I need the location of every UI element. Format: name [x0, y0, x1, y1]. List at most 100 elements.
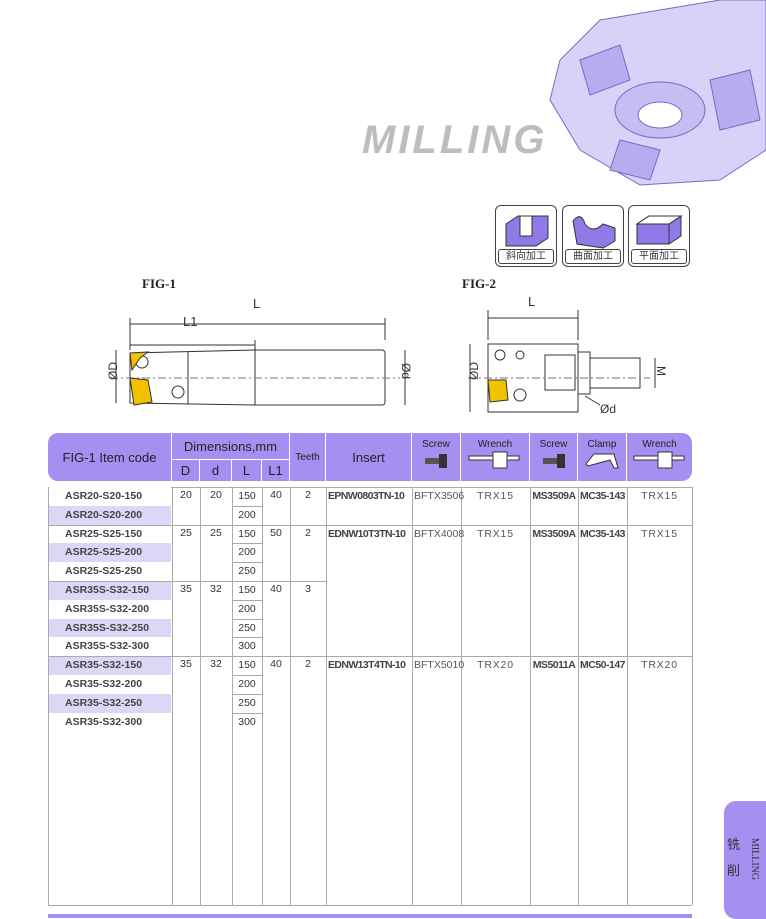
- header-wrench: Wrench: [461, 433, 529, 481]
- fig2-label-L: L: [528, 294, 536, 309]
- header-clamp: Clamp: [578, 433, 626, 481]
- table-cell-teeth: 2: [305, 489, 311, 501]
- row-divider: [232, 562, 262, 564]
- table-cell-wrench1: TRX15: [477, 490, 514, 502]
- side-tab-milling[interactable]: 铣削 MILLING: [724, 801, 766, 919]
- table-cell-wrench2: TRX20: [641, 659, 678, 672]
- column-divider: [627, 487, 628, 905]
- table-cell-D: 25: [180, 526, 192, 539]
- clamp-icon: [585, 453, 619, 469]
- table-row-item-code: ASR35-S32-150: [49, 656, 171, 676]
- page-title: MILLING: [362, 118, 548, 162]
- table-cell-clamp: MC50-147: [579, 659, 626, 672]
- table-row-item-code: ASR35-S32-300: [49, 712, 171, 732]
- table-row-item-code: ASR20-S20-150: [49, 487, 171, 506]
- fig1-label-L1: L1: [183, 314, 198, 329]
- column-divider: [326, 487, 327, 905]
- column-divider: [48, 487, 49, 905]
- group-divider: [290, 581, 326, 582]
- table-row-item-code: ASR25-S25-250: [49, 562, 171, 582]
- fig1-label-L: L: [253, 296, 261, 311]
- table-row-item-code: ASR35S-S32-150: [49, 581, 171, 600]
- fig2-title: FIG-2: [462, 276, 496, 291]
- table-row-L: 150: [238, 490, 256, 502]
- table-cell-wrench1: TRX15: [477, 527, 514, 540]
- table-cell-teeth: 3: [305, 583, 311, 595]
- column-divider: [461, 487, 462, 905]
- table-cell-screw2: MS5011A: [532, 659, 576, 672]
- group-divider: [326, 524, 692, 526]
- header-screw-2: Screw: [530, 433, 577, 481]
- milling-cutter-illustration: [549, 0, 766, 186]
- column-divider: [290, 487, 291, 905]
- row-divider: [232, 675, 262, 676]
- row-divider: [232, 505, 262, 507]
- header-L1: L1: [262, 460, 289, 481]
- table-cell-teeth: 2: [305, 658, 311, 671]
- table-cell-screw1: BFTX4008: [414, 527, 465, 540]
- header-screw-label: Screw: [539, 439, 568, 450]
- row-divider: [232, 637, 262, 639]
- table-cell-clamp: MC35-143: [579, 490, 626, 502]
- table-cell-wrench1: TRX20: [477, 659, 514, 672]
- table-row-L: 300: [238, 640, 256, 653]
- fig1-label-D: ØD: [106, 362, 120, 380]
- table-row-L: 200: [238, 546, 256, 559]
- side-tab-cn: 铣削: [727, 838, 741, 879]
- process-icon-angled: 斜向加工: [495, 205, 557, 267]
- table-cell-screw2: MS3509A: [532, 527, 576, 540]
- column-divider: [262, 487, 263, 905]
- table-row-L: 150: [238, 659, 256, 672]
- table-cell-screw1: BFTX5010: [414, 659, 465, 672]
- table-border-top: [48, 487, 692, 488]
- column-divider: [530, 487, 531, 905]
- curved-surface-icon: [572, 216, 616, 249]
- process-label: 斜向加工: [498, 249, 554, 264]
- column-divider: [232, 487, 233, 905]
- column-divider: [578, 487, 579, 905]
- table-cell-screw1: BFTX3506: [414, 490, 465, 502]
- fig1-label-d: Ød: [399, 362, 414, 380]
- header-screw-label: Screw: [422, 439, 450, 450]
- fig1-drawing: [110, 318, 406, 406]
- column-divider: [172, 487, 173, 905]
- table-cell-D: 35: [180, 658, 192, 671]
- angled-machining-icon: [505, 215, 549, 247]
- table-cell-L1: 40: [270, 489, 282, 501]
- header-D: D: [172, 460, 199, 481]
- row-divider: [232, 712, 262, 714]
- header-insert: Insert: [326, 433, 411, 481]
- table-row-item-code: ASR35S-S32-300: [49, 637, 171, 657]
- header-item-code: FIG-1 Item code: [48, 433, 171, 481]
- screw-icon: [542, 454, 565, 468]
- column-divider: [692, 487, 693, 905]
- fig2-label-d: Ød: [600, 402, 617, 416]
- header-screw: Screw: [412, 433, 460, 481]
- table-cell-insert: EPNW0803TN-10: [328, 490, 405, 502]
- flat-surface-icon: [635, 215, 683, 245]
- table-row-L: 150: [238, 584, 256, 596]
- table-cell-screw2: MS3509A: [532, 490, 576, 502]
- table-cell-D: 35: [180, 583, 192, 595]
- table-row-item-code: ASR35-S32-200: [49, 675, 171, 694]
- group-divider: [290, 524, 326, 526]
- table-cell-clamp: MC35-143: [579, 527, 626, 540]
- group-divider: [326, 656, 692, 658]
- process-icon-curved: 曲面加工: [562, 205, 624, 267]
- table-cell-D: 20: [180, 489, 192, 501]
- side-tab-en: MILLING: [749, 837, 760, 881]
- table-row-item-code: ASR25-S25-150: [49, 524, 171, 544]
- screw-icon: [425, 454, 447, 468]
- header-dimensions: Dimensions,mm: [172, 433, 289, 459]
- table-cell-insert: EDNW10T3TN-10: [328, 527, 406, 540]
- table-cell-L1: 50: [270, 526, 282, 539]
- header-wrench-label: Wrench: [477, 439, 513, 450]
- header-d: d: [200, 460, 231, 481]
- row-divider: [232, 543, 262, 545]
- group-divider: [48, 524, 290, 526]
- table-row-item-code: ASR20-S20-200: [49, 505, 171, 525]
- table-cell-teeth: 2: [305, 526, 311, 539]
- header-wrench-label: Wrench: [642, 439, 677, 450]
- table-row-L: 250: [238, 696, 256, 709]
- header-clamp-label: Clamp: [587, 439, 617, 450]
